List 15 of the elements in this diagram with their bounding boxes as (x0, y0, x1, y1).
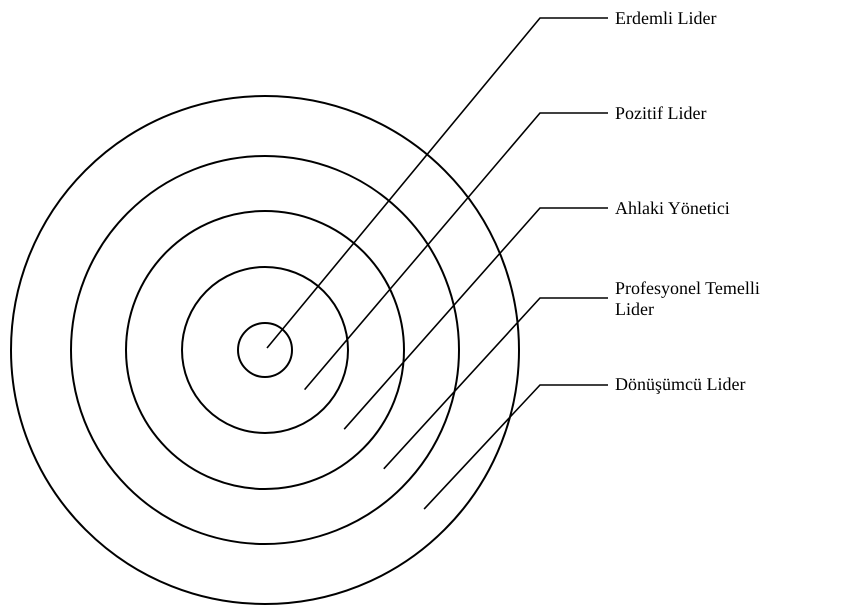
ring-circle (237, 322, 293, 378)
ring-circle (125, 210, 405, 490)
ring-circle (70, 155, 460, 545)
leader-line (304, 112, 608, 390)
leader-line (266, 17, 608, 348)
ring-circle (181, 266, 349, 434)
leader-line (424, 384, 608, 510)
leader-line (383, 297, 608, 470)
leader-label: Dönüşümcü Lider (615, 374, 815, 395)
leader-label: Ahlaki Yönetici (615, 198, 815, 219)
ring-circle (10, 95, 520, 605)
leader-label: Pozitif Lider (615, 103, 815, 124)
leader-label: Profesyonel Temelli Lider (615, 278, 775, 320)
leader-label: Erdemli Lider (615, 8, 815, 29)
leader-line (344, 207, 608, 430)
